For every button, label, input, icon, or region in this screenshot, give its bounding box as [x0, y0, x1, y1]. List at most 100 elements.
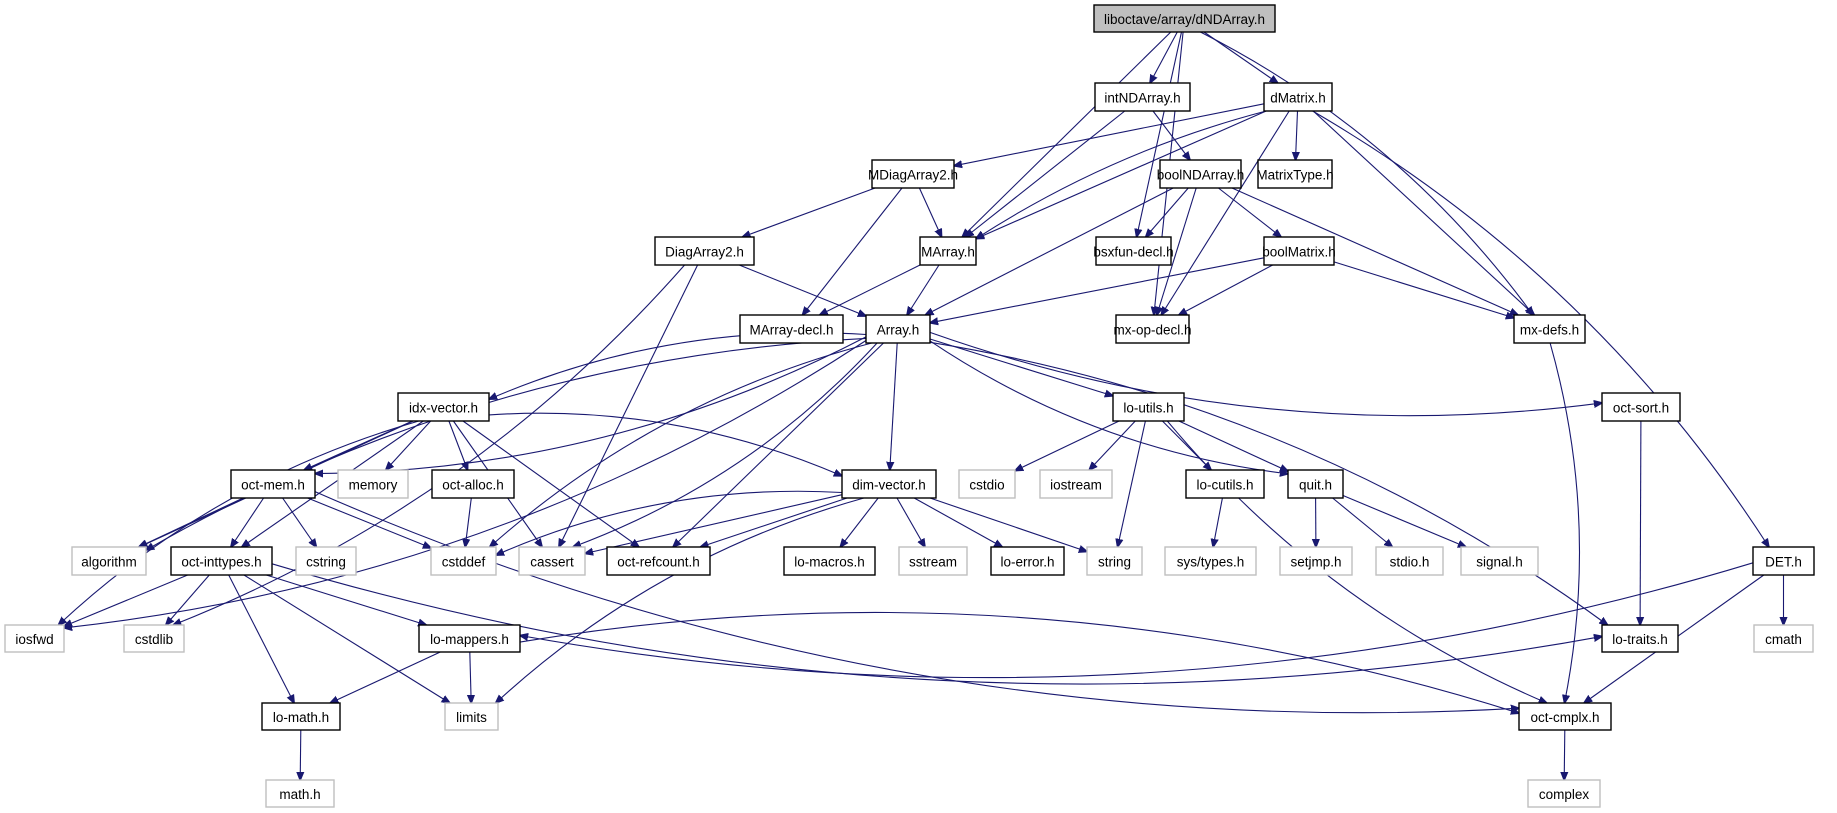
node-box[interactable]	[1164, 546, 1257, 576]
node-box[interactable]	[1375, 546, 1444, 576]
node-box[interactable]	[1086, 546, 1143, 576]
node-cassert[interactable]: cassert	[518, 546, 586, 576]
node-box[interactable]	[265, 779, 335, 808]
node-MatrixType[interactable]: MatrixType.h	[1256, 159, 1334, 189]
node-DET[interactable]: DET.h	[1752, 546, 1815, 576]
node-bsxfun-decl[interactable]: bsxfun-decl.h	[1093, 236, 1174, 266]
node-oct-refcount[interactable]: oct-refcount.h	[606, 546, 711, 576]
node-quit[interactable]: quit.h	[1287, 469, 1344, 499]
node-MDiagArray2[interactable]: MDiagArray2.h	[868, 159, 958, 189]
node-box[interactable]	[606, 546, 711, 576]
node-dMatrix[interactable]: dMatrix.h	[1263, 82, 1333, 112]
node-box[interactable]	[1159, 159, 1242, 189]
node-cstddef[interactable]: cstddef	[430, 546, 497, 576]
node-box[interactable]	[1263, 82, 1333, 112]
node-box[interactable]	[739, 314, 844, 344]
node-mx-defs[interactable]: mx-defs.h	[1513, 314, 1586, 344]
node-box[interactable]	[230, 469, 316, 499]
node-box[interactable]	[1601, 624, 1679, 653]
node-cstdio[interactable]: cstdio	[958, 469, 1016, 499]
node-box[interactable]	[783, 546, 876, 576]
node-MArray-decl[interactable]: MArray-decl.h	[739, 314, 844, 344]
node-box[interactable]	[1093, 4, 1276, 33]
node-dim-vector[interactable]: dim-vector.h	[841, 469, 937, 499]
node-math[interactable]: math.h	[265, 779, 335, 808]
node-box[interactable]	[261, 702, 341, 731]
node-box[interactable]	[1039, 469, 1113, 499]
node-cstdlib[interactable]: cstdlib	[123, 624, 185, 653]
node-limits[interactable]: limits	[444, 702, 499, 731]
node-box[interactable]	[1513, 314, 1586, 344]
node-box[interactable]	[1518, 702, 1612, 731]
node-lo-traits[interactable]: lo-traits.h	[1601, 624, 1679, 653]
node-box[interactable]	[444, 702, 499, 731]
node-complex[interactable]: complex	[1527, 779, 1601, 808]
node-algorithm[interactable]: algorithm	[71, 546, 147, 576]
node-box[interactable]	[654, 236, 755, 266]
node-box[interactable]	[841, 469, 937, 499]
node-box[interactable]	[1115, 314, 1190, 344]
node-MArray[interactable]: MArray.h	[919, 236, 977, 266]
node-box[interactable]	[1095, 236, 1172, 266]
node-box[interactable]	[871, 159, 955, 189]
node-box[interactable]	[4, 624, 65, 653]
node-oct-cmplx[interactable]: oct-cmplx.h	[1518, 702, 1612, 731]
node-lo-mappers[interactable]: lo-mappers.h	[418, 624, 521, 653]
node-lo-error[interactable]: lo-error.h	[990, 546, 1065, 576]
node-box[interactable]	[1752, 546, 1815, 576]
node-Array[interactable]: Array.h	[865, 314, 931, 344]
node-DiagArray2[interactable]: DiagArray2.h	[654, 236, 755, 266]
node-string[interactable]: string	[1086, 546, 1143, 576]
node-box[interactable]	[1279, 546, 1353, 576]
node-boolMatrix[interactable]: boolMatrix.h	[1262, 236, 1336, 266]
node-oct-sort[interactable]: oct-sort.h	[1601, 392, 1681, 422]
node-idx-vector[interactable]: idx-vector.h	[397, 392, 490, 422]
node-cmath[interactable]: cmath	[1753, 624, 1814, 653]
node-box[interactable]	[518, 546, 586, 576]
node-intNDArray[interactable]: intNDArray.h	[1094, 82, 1191, 112]
node-iosfwd[interactable]: iosfwd	[4, 624, 65, 653]
node-box[interactable]	[418, 624, 521, 653]
node-box[interactable]	[865, 314, 931, 344]
node-oct-inttypes[interactable]: oct-inttypes.h	[170, 546, 273, 576]
node-lo-utils[interactable]: lo-utils.h	[1112, 392, 1185, 422]
node-box[interactable]	[990, 546, 1065, 576]
node-box[interactable]	[337, 469, 409, 499]
node-box[interactable]	[1460, 546, 1539, 576]
node-box[interactable]	[1263, 236, 1335, 266]
node-lo-math[interactable]: lo-math.h	[261, 702, 341, 731]
node-box[interactable]	[1601, 392, 1681, 422]
node-box[interactable]	[431, 469, 515, 499]
node-box[interactable]	[1185, 469, 1265, 499]
node-box[interactable]	[919, 236, 977, 266]
node-lo-cutils[interactable]: lo-cutils.h	[1185, 469, 1265, 499]
node-signal[interactable]: signal.h	[1460, 546, 1539, 576]
node-box[interactable]	[1753, 624, 1814, 653]
node-iostream[interactable]: iostream	[1039, 469, 1113, 499]
node-memory[interactable]: memory	[337, 469, 409, 499]
node-dNDArray[interactable]: liboctave/array/dNDArray.h	[1093, 4, 1276, 33]
node-box[interactable]	[430, 546, 497, 576]
node-boolNDArray[interactable]: boolNDArray.h	[1157, 159, 1245, 189]
node-box[interactable]	[397, 392, 490, 422]
node-box[interactable]	[1112, 392, 1185, 422]
node-box[interactable]	[1527, 779, 1601, 808]
node-box[interactable]	[123, 624, 185, 653]
node-sys-types[interactable]: sys/types.h	[1164, 546, 1257, 576]
node-lo-macros[interactable]: lo-macros.h	[783, 546, 876, 576]
node-box[interactable]	[170, 546, 273, 576]
node-box[interactable]	[898, 546, 968, 576]
node-stdio[interactable]: stdio.h	[1375, 546, 1444, 576]
node-box[interactable]	[1287, 469, 1344, 499]
node-oct-mem[interactable]: oct-mem.h	[230, 469, 316, 499]
node-sstream[interactable]: sstream	[898, 546, 968, 576]
node-box[interactable]	[295, 546, 357, 576]
node-mx-op-decl[interactable]: mx-op-decl.h	[1113, 314, 1192, 344]
node-box[interactable]	[958, 469, 1016, 499]
node-box[interactable]	[1257, 159, 1333, 189]
node-box[interactable]	[1094, 82, 1191, 112]
node-setjmp[interactable]: setjmp.h	[1279, 546, 1353, 576]
node-cstring[interactable]: cstring	[295, 546, 357, 576]
node-box[interactable]	[71, 546, 147, 576]
node-oct-alloc[interactable]: oct-alloc.h	[431, 469, 515, 499]
